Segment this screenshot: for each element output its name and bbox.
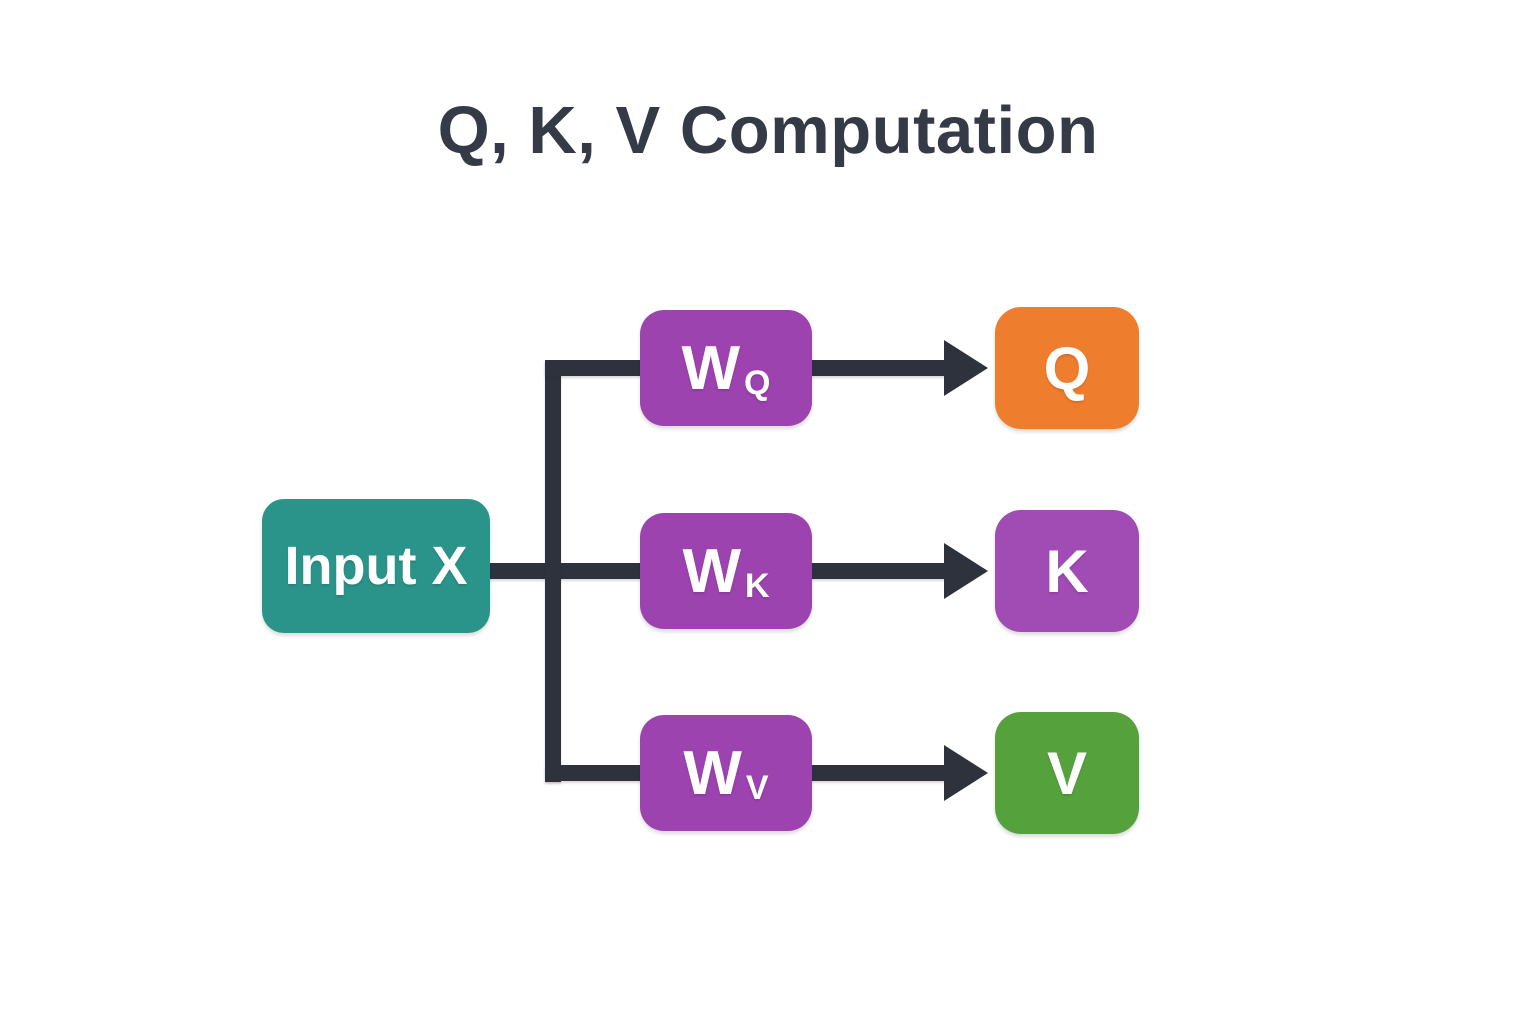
output-node-q: Q: [995, 307, 1139, 429]
edge-wk-to-k: [810, 563, 948, 579]
edge-trunk-to-wq: [545, 360, 646, 376]
arrowhead-v-icon: [944, 745, 988, 801]
edge-wv-to-v: [810, 765, 948, 781]
output-node-k-label: K: [1045, 537, 1089, 605]
weight-node-wq-base: W: [681, 333, 741, 403]
weight-node-wk-base: W: [682, 536, 741, 606]
weight-node-wv-subscript: V: [745, 768, 769, 807]
weight-node-wv-base: W: [683, 738, 742, 808]
arrowhead-k-icon: [944, 543, 988, 599]
edge-input-to-trunk: [486, 563, 646, 579]
output-node-q-label: Q: [1043, 334, 1091, 402]
weight-node-wq-subscript: Q: [744, 363, 771, 402]
weight-node-wk-subscript: K: [744, 566, 770, 605]
arrowhead-q-icon: [944, 340, 988, 396]
edge-wq-to-q: [810, 360, 948, 376]
edge-trunk-vertical: [545, 360, 561, 782]
edge-trunk-to-wv: [545, 765, 646, 781]
output-node-v: V: [995, 712, 1139, 834]
page-title: Q, K, V Computation: [437, 93, 1099, 168]
input-node-label: Input X: [284, 536, 468, 596]
output-node-v-label: V: [1046, 739, 1088, 807]
output-node-k: K: [995, 510, 1139, 632]
input-node: Input X: [262, 499, 490, 633]
